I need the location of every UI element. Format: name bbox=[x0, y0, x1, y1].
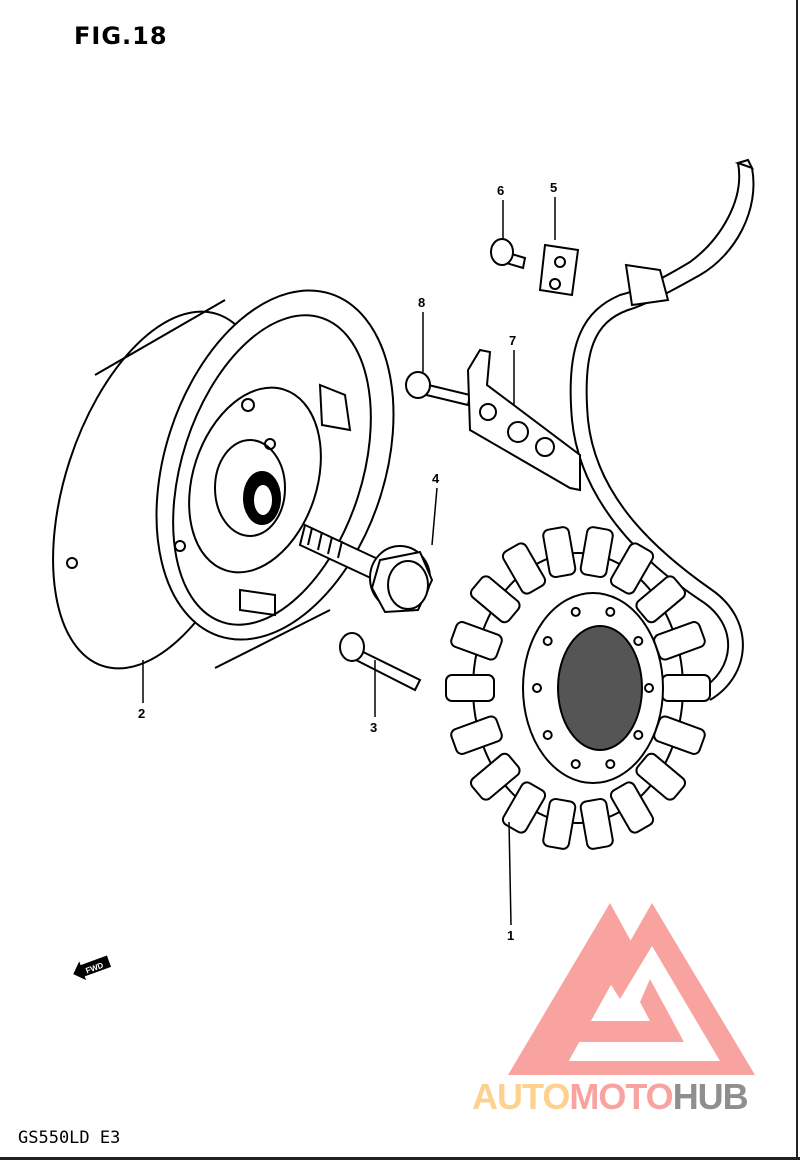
stator-bolt-hole bbox=[542, 730, 553, 741]
part-label-6: 6 bbox=[497, 183, 504, 198]
stator-coil bbox=[501, 781, 547, 834]
frame-border-bottom bbox=[0, 1157, 800, 1160]
stator-coil bbox=[542, 526, 577, 579]
stator-coil bbox=[579, 797, 614, 850]
stator bbox=[445, 526, 711, 850]
stator-bolt-hole bbox=[570, 606, 581, 617]
clamp-7 bbox=[466, 348, 581, 492]
stator-coil bbox=[469, 752, 521, 801]
forward-direction-arrow-icon: FWD bbox=[73, 955, 112, 981]
part-label-2: 2 bbox=[138, 706, 145, 721]
stator-coil bbox=[450, 621, 503, 661]
leader-lines bbox=[142, 197, 556, 926]
stator-coil bbox=[579, 526, 614, 579]
model-code: GS550LD E3 bbox=[18, 1128, 121, 1148]
grommet-5 bbox=[538, 243, 580, 297]
stator-bolt-hole bbox=[532, 683, 542, 693]
stator-coil bbox=[445, 674, 495, 702]
stator-bolt-hole bbox=[570, 759, 581, 770]
stator-coil bbox=[609, 542, 655, 595]
screw-6 bbox=[490, 238, 527, 270]
stator-bolt-hole bbox=[605, 606, 616, 617]
part-label-1: 1 bbox=[507, 928, 514, 943]
part-label-7: 7 bbox=[509, 333, 516, 348]
watermark-hub: HUB bbox=[672, 1076, 749, 1117]
stator-coil bbox=[501, 542, 547, 595]
watermark-logo bbox=[508, 903, 755, 1075]
screw-3 bbox=[339, 632, 422, 692]
watermark-auto: AUTO bbox=[472, 1076, 570, 1117]
stator-bolt-hole bbox=[644, 683, 654, 693]
bolt-4 bbox=[298, 523, 434, 614]
part-label-5: 5 bbox=[550, 180, 557, 195]
stator-coil bbox=[542, 797, 577, 850]
stator-coil bbox=[635, 752, 687, 801]
figure-title: FIG.18 bbox=[74, 22, 168, 50]
stator-coil bbox=[635, 575, 687, 624]
stator-bolt-hole bbox=[633, 635, 644, 646]
watermark-moto: MOTO bbox=[569, 1076, 673, 1117]
stator-bolt-hole bbox=[542, 635, 553, 646]
flywheel bbox=[52, 289, 395, 670]
stator-coil bbox=[450, 715, 503, 755]
part-label-4: 4 bbox=[432, 471, 440, 486]
frame-border-right bbox=[796, 0, 798, 1160]
stator-coil bbox=[609, 781, 655, 834]
watermark-text: AUTOMOTOHUB bbox=[472, 1076, 749, 1118]
stator-coil bbox=[469, 575, 521, 624]
screw-8 bbox=[405, 371, 472, 407]
stator-bolt-hole bbox=[605, 759, 616, 770]
stator-coil bbox=[661, 674, 711, 702]
stator-center-hole bbox=[557, 625, 643, 751]
stator-bolt-hole bbox=[633, 730, 644, 741]
part-label-8: 8 bbox=[418, 295, 425, 310]
part-label-3: 3 bbox=[370, 720, 377, 735]
